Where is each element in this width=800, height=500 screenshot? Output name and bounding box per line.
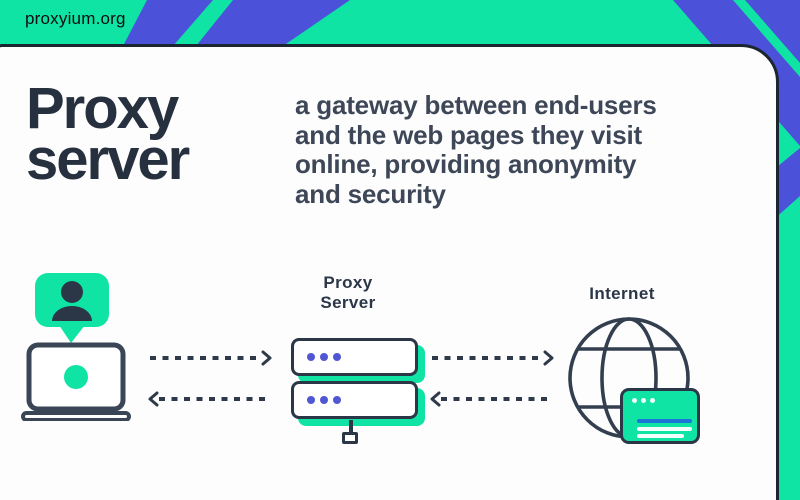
internet-label: Internet (589, 284, 655, 303)
server-unit-icon (291, 381, 418, 419)
browser-text-line (637, 427, 692, 431)
proxy-server-label-line2: Server (320, 293, 376, 312)
server-led (320, 353, 328, 361)
proxy-server-label: Proxy Server (284, 273, 412, 313)
description-line: and security (295, 178, 446, 209)
laptop-icon (21, 342, 131, 421)
server-led (333, 396, 341, 404)
server-stand (349, 420, 353, 433)
content-card: Proxy server a gateway between end-users… (0, 44, 779, 500)
server-unit-icon (291, 338, 418, 376)
browser-window-icon (620, 388, 700, 444)
dashed-arrow-right-icon (150, 350, 272, 366)
page-title: Proxy server (26, 76, 190, 192)
page-title-line2: server (26, 127, 190, 192)
server-led (307, 396, 315, 404)
description-line: and the web pages they visit (295, 119, 642, 150)
browser-window-dots (632, 398, 655, 403)
browser-text-line (637, 419, 692, 423)
browser-text-line (637, 434, 684, 438)
proxy-server-label-line1: Proxy (323, 273, 373, 292)
dashed-arrow-right-icon (432, 350, 554, 366)
server-led (320, 396, 328, 404)
dashed-arrow-left-icon (430, 391, 552, 407)
server-led (333, 353, 341, 361)
user-bubble-icon (21, 273, 131, 421)
description-line: a gateway between end-users (295, 90, 657, 120)
server-led (307, 353, 315, 361)
dashed-arrow-left-icon (148, 391, 270, 407)
description: a gateway between end-users and the web … (295, 90, 657, 209)
page-title-line1: Proxy (26, 76, 179, 141)
description-line: online, providing anonymity (295, 149, 637, 179)
site-link[interactable]: proxyium.org (25, 9, 126, 28)
server-plug (342, 432, 358, 444)
